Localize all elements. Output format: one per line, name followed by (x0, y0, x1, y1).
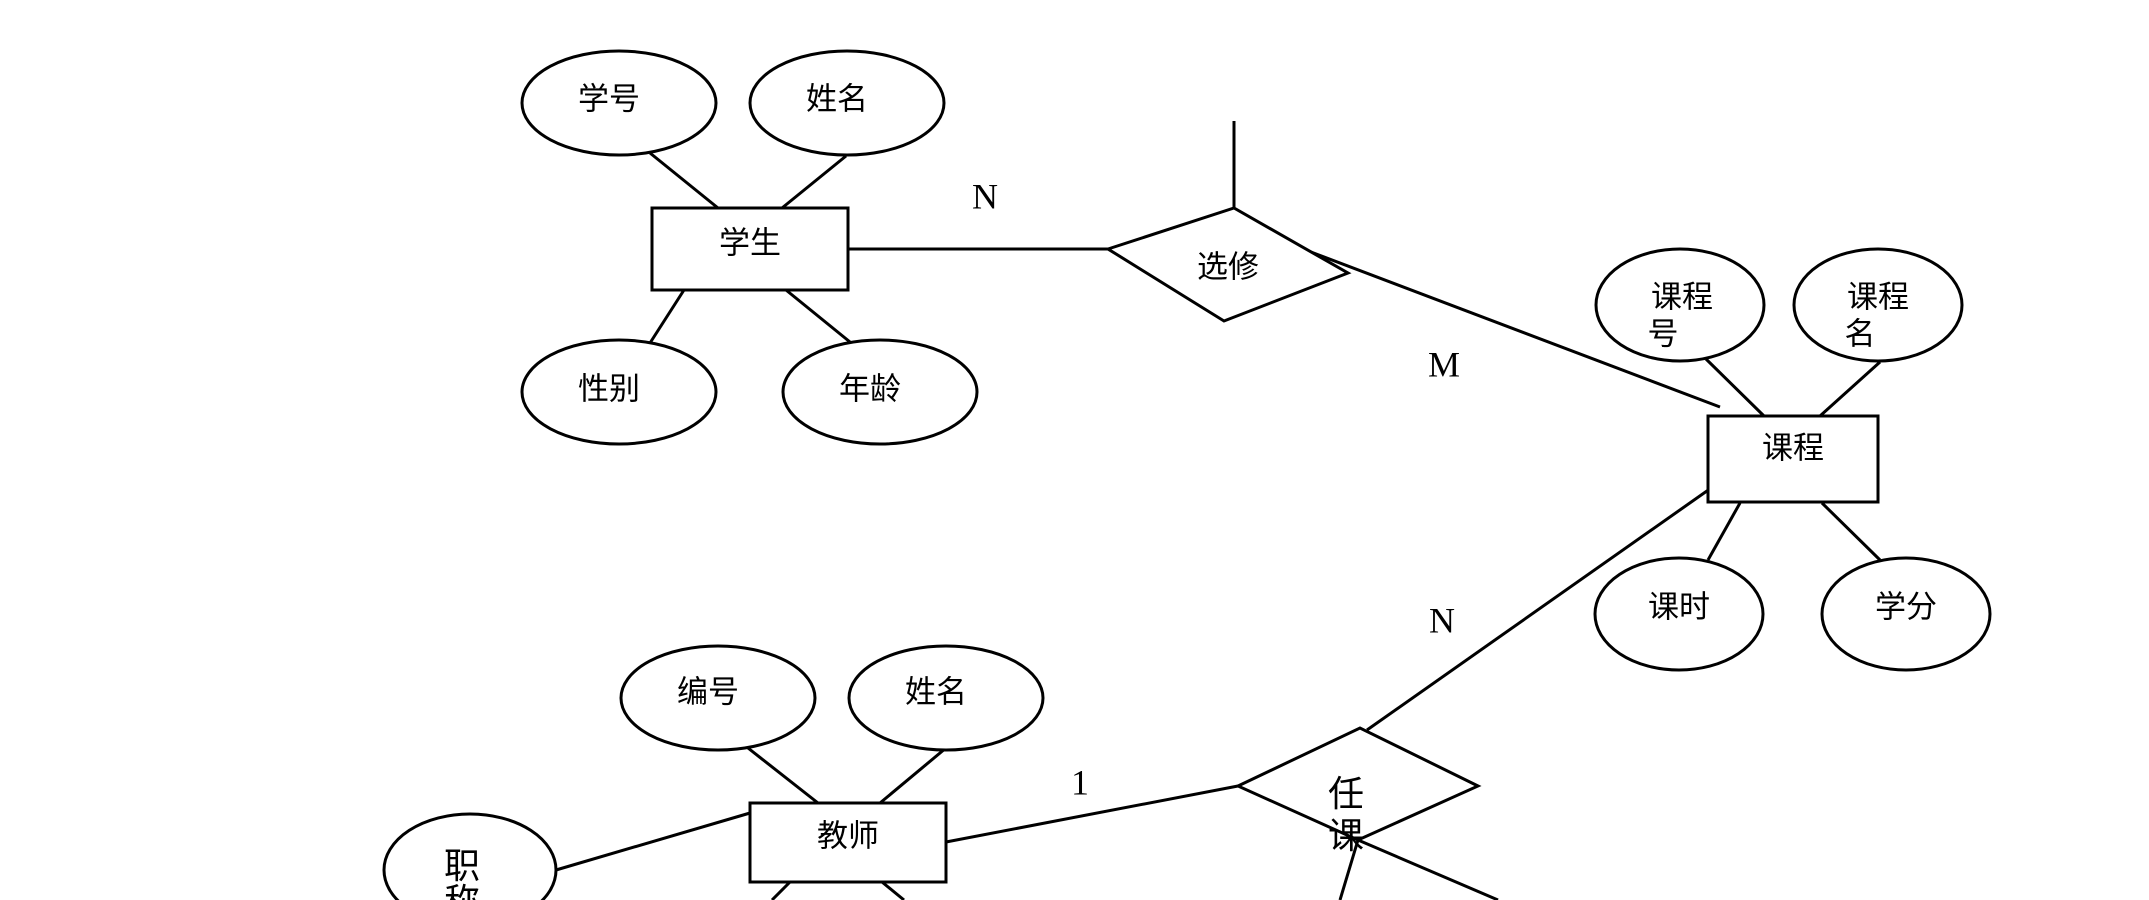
link-teacher-title (555, 811, 751, 872)
link-elective-course (1302, 247, 1721, 409)
attr-student-id-label: 学号 (578, 82, 640, 118)
cardinality-student-elective: N (972, 176, 998, 216)
link-student-name (781, 154, 847, 210)
attr-student-age-label: 年龄 (839, 372, 901, 408)
attr-student-name-label: 姓名 (806, 82, 868, 118)
student-group: 学生 学号 姓名 性别 年龄 N (520, 49, 998, 446)
course-entity (1706, 414, 1880, 504)
attr-course-hours (1593, 556, 1765, 672)
link-teach-lower-left (1338, 839, 1360, 900)
teacher-group: 教师 编号 姓名 职 称 1 (382, 644, 1089, 900)
attr-course-id (1594, 247, 1766, 363)
link-teacher-lower-left (770, 880, 792, 900)
attr-teacher-name-label: 姓名 (905, 675, 967, 711)
attr-course-name-label-1: 课程 (1847, 280, 1909, 316)
teacher-entity-label: 教师 (817, 819, 879, 855)
attr-course-id-label-2: 号 (1648, 317, 1679, 353)
elective-relationship (1104, 206, 1352, 323)
elective-relationship-label: 选修 (1197, 250, 1259, 286)
course-group: 课程 课程 号 课程 名 课时 学分 N (1429, 247, 1992, 672)
cardinality-teacher-teach: 1 (1071, 762, 1089, 802)
course-entity-label: 课程 (1762, 431, 1824, 467)
attr-teacher-name (847, 644, 1045, 752)
student-entity-label: 学生 (719, 226, 781, 262)
link-student-id (649, 151, 719, 210)
teach-relationship-label-2: 课 (1328, 816, 1364, 857)
attr-teacher-id (619, 644, 817, 752)
student-entity (650, 206, 850, 292)
link-student-gender (648, 289, 686, 344)
connector-lines (555, 121, 1882, 900)
teach-relationship-label-1: 任 (1328, 774, 1364, 815)
link-teacher-id (747, 746, 819, 805)
link-course-credit (1820, 501, 1882, 562)
attr-student-id (520, 49, 718, 157)
link-course-name (1818, 360, 1882, 418)
cardinality-teach-course: N (1429, 600, 1455, 640)
attr-student-name (748, 49, 946, 157)
teach-relationship (1234, 726, 1482, 842)
attr-course-name-label-2: 名 (1845, 317, 1876, 353)
link-teach-lower-right (1357, 838, 1499, 900)
cardinality-elective-course: M (1428, 344, 1460, 384)
attr-teacher-id-label: 编号 (677, 675, 739, 711)
attr-teacher-title-label-2: 称 (444, 882, 480, 900)
attr-teacher-title-label-1: 职 (444, 846, 480, 887)
link-course-id (1704, 357, 1766, 418)
elective-group: 选修 M (1104, 206, 1460, 384)
link-teacher-lower-right (881, 880, 905, 900)
teach-group: 任 课 (1234, 726, 1482, 857)
attr-course-credit (1820, 556, 1992, 672)
link-teacher-name (879, 746, 947, 805)
attr-student-gender-label: 性别 (578, 372, 640, 408)
link-course-hours (1706, 502, 1742, 561)
link-student-age (785, 288, 851, 344)
attr-course-hours-label: 课时 (1648, 590, 1710, 626)
attr-course-id-label-1: 课程 (1651, 280, 1713, 316)
teacher-entity (748, 801, 948, 884)
attr-course-name (1792, 247, 1964, 363)
attr-teacher-title (382, 812, 558, 900)
attr-student-age (781, 338, 979, 446)
link-course-teach (1366, 484, 1715, 732)
attr-student-gender (520, 338, 718, 446)
link-teacher-teach (945, 784, 1239, 844)
attr-course-credit-label: 学分 (1875, 590, 1937, 626)
